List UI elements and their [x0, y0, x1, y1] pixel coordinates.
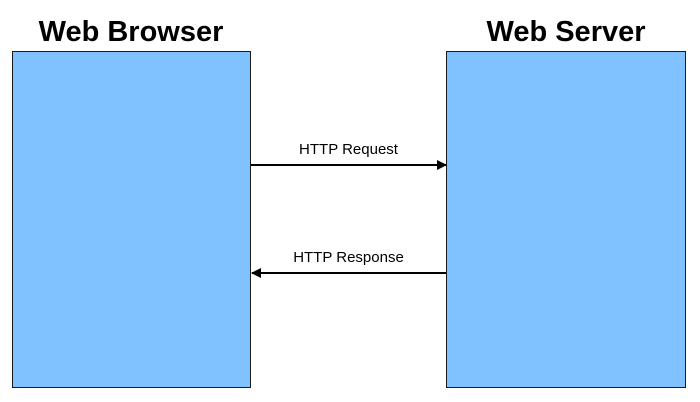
http-request-label: HTTP Request — [299, 141, 398, 158]
web-browser-box — [12, 51, 251, 388]
web-server-box — [446, 51, 686, 388]
web-server-title: Web Server — [486, 16, 646, 48]
web-browser-title: Web Browser — [38, 16, 224, 48]
http-response-label: HTTP Response — [293, 249, 404, 266]
